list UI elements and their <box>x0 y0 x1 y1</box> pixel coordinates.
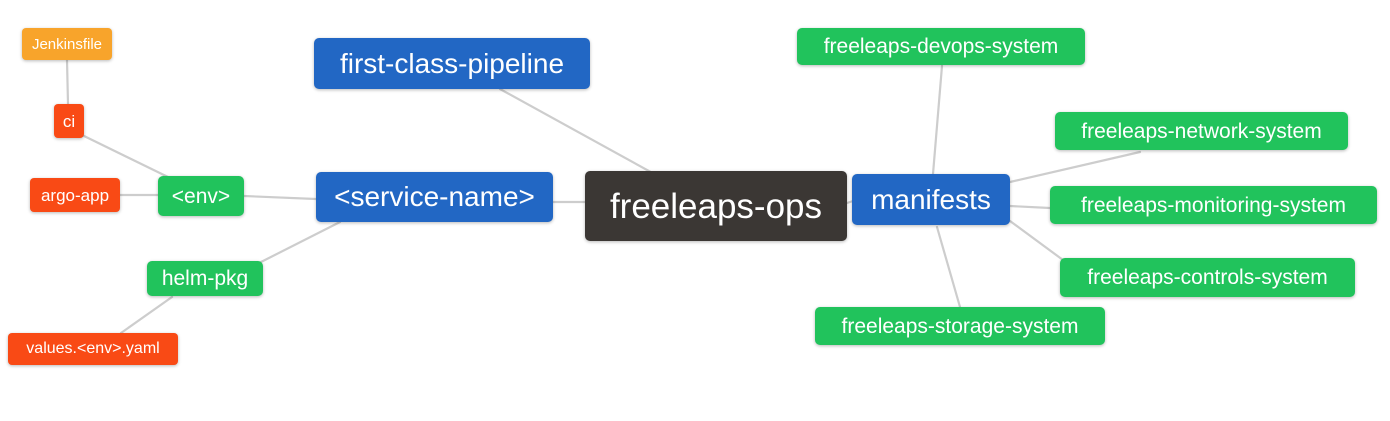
node-freeleaps-monitoring-system[interactable]: freeleaps-monitoring-system <box>1050 186 1377 224</box>
node-values-env-yaml[interactable]: values.<env>.yaml <box>8 333 178 365</box>
edge-manifests-controls <box>1008 219 1065 262</box>
edge-manifests-monitoring <box>1008 204 1052 210</box>
edge-jenkinsfile-ci <box>65 58 70 106</box>
node-env[interactable]: <env> <box>158 176 244 216</box>
edge-env-service-name <box>242 194 318 201</box>
node-ci[interactable]: ci <box>54 104 84 138</box>
edge-manifests-devops <box>931 64 944 176</box>
node-jenkinsfile[interactable]: Jenkinsfile <box>22 28 112 60</box>
edge-manifests-storage <box>935 225 962 309</box>
node-manifests[interactable]: manifests <box>852 174 1010 225</box>
node-argo-app[interactable]: argo-app <box>30 178 120 212</box>
node-helm-pkg[interactable]: helm-pkg <box>147 261 263 296</box>
edge-fcp-freeleaps-ops <box>498 87 660 178</box>
edge-values-helm-pkg <box>119 295 174 335</box>
node-freeleaps-storage-system[interactable]: freeleaps-storage-system <box>815 307 1105 345</box>
edge-manifests-network <box>1008 150 1142 184</box>
edge-ci-env <box>80 133 170 179</box>
node-freeleaps-network-system[interactable]: freeleaps-network-system <box>1055 112 1348 150</box>
node-service-name[interactable]: <service-name> <box>316 172 553 222</box>
node-freeleaps-controls-system[interactable]: freeleaps-controls-system <box>1060 258 1355 297</box>
node-first-class-pipeline[interactable]: first-class-pipeline <box>314 38 590 89</box>
node-freeleaps-ops-root[interactable]: freeleaps-ops <box>585 171 847 241</box>
node-freeleaps-devops-system[interactable]: freeleaps-devops-system <box>797 28 1085 65</box>
edge-helm-pkg-service-name <box>259 220 342 264</box>
